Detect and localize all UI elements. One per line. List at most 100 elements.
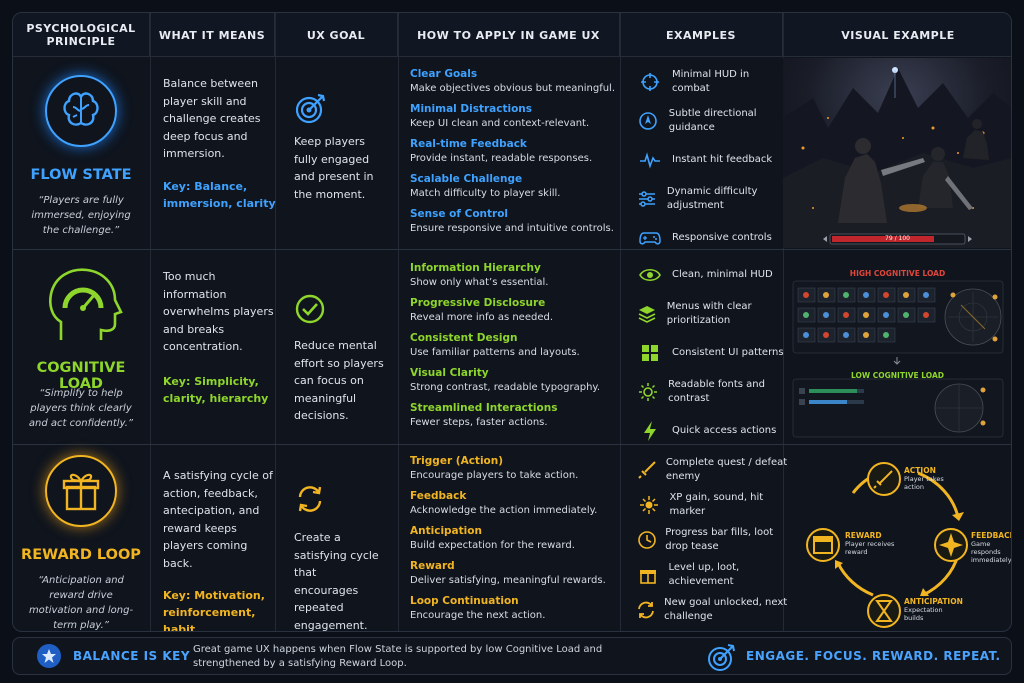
list-item: Consistent UI patterns (630, 333, 790, 372)
apply-title: Information Hierarchy (410, 262, 541, 274)
apply-desc: Show only what’s essential. (410, 277, 549, 288)
list-item: New goal unlocked, next challenge (630, 592, 790, 627)
example-text: Clean, minimal HUD (672, 268, 773, 280)
loop-step-feedback: FEEDBACK Game responds immediately (971, 531, 1011, 564)
apply-item: Trigger (Action)Encourage players to tak… (410, 454, 620, 489)
row-cognitive-load: COGNITIVE LOAD “Simplify to help players… (13, 250, 150, 444)
meaning-text: A satisfying cycle of action, feedback, … (163, 469, 273, 570)
header-principle: PSYCHOLOGICAL PRINCIPLE (13, 13, 150, 57)
bolt-icon (636, 420, 664, 442)
sliders-icon (636, 189, 659, 209)
apply-desc: Keep UI clean and context-relevant. (410, 118, 590, 129)
key-text: Key: Simplicity, clarity, hierarchy (163, 375, 269, 405)
header-meaning: WHAT IT MEANS (150, 13, 275, 57)
principle-quote: “Players are fully immersed, enjoying th… (31, 195, 131, 236)
list-item: Responsive controls (630, 218, 790, 257)
table-header (13, 13, 1011, 57)
apply-desc: Provide instant, readable responses. (410, 153, 593, 164)
loop-step-action: ACTION Player takes action (904, 466, 952, 491)
refresh-icon (636, 600, 656, 620)
apply-title: Clear Goals (410, 68, 478, 80)
row-reward-loop: REWARD LOOP “Anticipation and reward dri… (13, 445, 150, 631)
brain-icon (45, 75, 117, 147)
gauge-head-icon (43, 264, 123, 346)
apply-desc: Ensure responsive and intuitive controls… (410, 223, 614, 234)
apply-desc: Deliver satisfying, meaningful rewards. (410, 575, 606, 586)
apply-title: Trigger (Action) (410, 455, 504, 467)
step-desc: Player takes action (904, 475, 944, 491)
principles-table: PSYCHOLOGICAL PRINCIPLE WHAT IT MEANS UX… (12, 12, 1012, 632)
apply-title: Visual Clarity (410, 367, 489, 379)
apply-desc: Acknowledge the action immediately. (410, 505, 598, 516)
loop-icon (294, 483, 326, 519)
gift-icon (45, 455, 117, 527)
apply-desc: Make objectives obvious but meaningful. (410, 83, 616, 94)
footer-summary: Great game UX happens when Flow State is… (193, 644, 603, 669)
examples-list: Minimal HUD in combat Subtle directional… (630, 62, 790, 257)
low-load-label: LOW COGNITIVE LOAD (850, 371, 945, 380)
apply-desc: Strong contrast, readable typography. (410, 382, 601, 393)
apply-desc: Use familiar patterns and layouts. (410, 347, 580, 358)
apply-title: Streamlined Interactions (410, 402, 558, 414)
list-item: Readable fonts and contrast (630, 372, 790, 411)
health-readout: 79 / 100 (885, 235, 910, 242)
header-apply: HOW TO APPLY IN GAME UX (398, 13, 620, 57)
apply-title: Sense of Control (410, 208, 509, 220)
apply-desc: Build expectation for the reward. (410, 540, 575, 551)
apply-list: Trigger (Action)Encourage players to tak… (410, 454, 620, 629)
footer-banner: BALANCE IS KEY Great game UX happens whe… (12, 637, 1012, 675)
reward-loop-diagram: ACTION Player takes action FEEDBACK Game… (783, 445, 1011, 631)
apply-title: Anticipation (410, 525, 482, 537)
example-text: XP gain, sound, hit marker (669, 491, 764, 517)
loop-step-reward: REWARD Player receives reward (845, 531, 897, 556)
examples-list: Clean, minimal HUD Menus with clear prio… (630, 255, 790, 450)
step-desc: Player receives reward (845, 540, 895, 556)
example-text: Progress bar fills, loot drop tease (665, 526, 774, 552)
burst-icon (636, 495, 661, 515)
examples-list: Complete quest / defeat enemy XP gain, s… (630, 452, 790, 627)
list-item: Instant hit feedback (630, 140, 790, 179)
apply-title: Real-time Feedback (410, 138, 527, 150)
high-load-label: HIGH COGNITIVE LOAD (849, 269, 946, 278)
sword-icon (636, 460, 658, 480)
loop-step-anticipation: ANTICIPATION Expectation builds (904, 597, 963, 622)
list-item: Level up, loot, achievement (630, 557, 790, 592)
header-visual: VISUAL EXAMPLE (841, 28, 955, 42)
footer-tagline-left: BALANCE IS KEY (73, 649, 191, 663)
key-text: Key: Motivation, reinforcement, habit (163, 589, 265, 632)
list-item: XP gain, sound, hit marker (630, 487, 790, 522)
footer-target-icon (707, 642, 737, 676)
apply-desc: Fewer steps, faster actions. (410, 417, 548, 428)
list-item: Minimal HUD in combat (630, 62, 790, 101)
list-item: Subtle directional guidance (630, 101, 790, 140)
eye-icon (636, 267, 664, 283)
principle-name: FLOW STATE (30, 167, 132, 183)
principle-name: REWARD LOOP (21, 547, 141, 563)
example-text: Subtle directional guidance (668, 107, 757, 133)
gamepad-icon (636, 229, 664, 247)
example-text: Readable fonts and contrast (668, 378, 765, 404)
example-text: New goal unlocked, next challenge (664, 596, 788, 622)
apply-title: Scalable Challenge (410, 173, 523, 185)
example-text: Menus with clear prioritization (666, 300, 752, 326)
gift-small-icon (636, 565, 660, 585)
apply-desc: Match difficulty to player skill. (410, 188, 561, 199)
star-icon (37, 644, 61, 668)
goal-text: Reduce mental effort so players can focu… (294, 339, 384, 422)
example-text: Responsive controls (672, 231, 772, 243)
step-title: ACTION (904, 466, 936, 475)
apply-desc: Reveal more info as needed. (410, 312, 554, 323)
meaning-text: Balance between player skill and challen… (163, 77, 261, 160)
apply-title: Minimal Distractions (410, 103, 533, 115)
clock-icon (636, 530, 657, 550)
principle-quote: “Anticipation and reward drive motivatio… (28, 575, 134, 631)
apply-title: Feedback (410, 490, 467, 502)
step-title: ANTICIPATION (904, 597, 963, 606)
example-text: Complete quest / defeat enemy (665, 456, 788, 482)
